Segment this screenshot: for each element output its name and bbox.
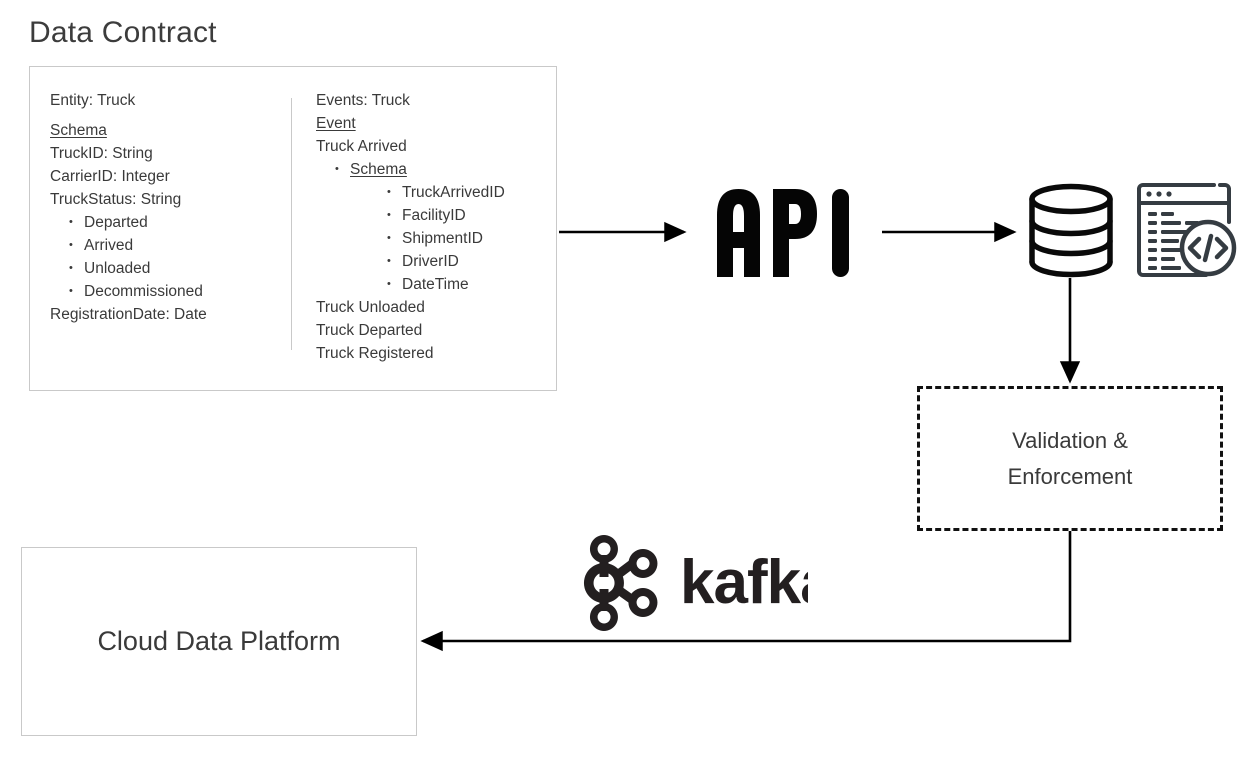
- list-item: Decommissioned: [50, 280, 285, 303]
- event-truck-registered: Truck Registered: [316, 345, 434, 362]
- list-item: Departed: [50, 211, 285, 234]
- contract-events-column: Events: Truck Event Truck Arrived Schema…: [316, 89, 551, 365]
- list-item: TruckArrivedID: [316, 181, 551, 204]
- truckstatus-value-list: Departed Arrived Unloaded Decommissioned: [50, 211, 285, 303]
- entity-field-carrierid: CarrierID: Integer: [50, 168, 170, 185]
- list-item: FacilityID: [316, 204, 551, 227]
- list-item: DateTime: [316, 273, 551, 296]
- list-item: ShipmentID: [316, 227, 551, 250]
- entity-field-registrationdate: RegistrationDate: Date: [50, 306, 207, 323]
- api-logo-icon: [713, 185, 865, 277]
- event-schema-list: Schema: [316, 158, 551, 181]
- event-schema-field-list: TruckArrivedID FacilityID ShipmentID Dri…: [316, 181, 551, 296]
- entity-field-truckstatus: TruckStatus: String: [50, 191, 182, 208]
- event-truck-departed: Truck Departed: [316, 322, 423, 339]
- validation-enforcement-label: Validation & Enforcement: [1007, 427, 1133, 489]
- validation-enforcement-box: Validation & Enforcement: [917, 386, 1223, 531]
- kafka-wordmark: kafka: [680, 548, 808, 617]
- cloud-data-platform-box: Cloud Data Platform: [21, 547, 417, 736]
- entity-line: Entity: Truck: [50, 92, 136, 109]
- event-heading: Event: [316, 115, 356, 132]
- spacer: [50, 112, 285, 119]
- contract-entity-column: Entity: Truck Schema TruckID: String Car…: [50, 89, 285, 326]
- event-schema-heading: Schema: [316, 158, 551, 181]
- list-item: Unloaded: [50, 257, 285, 280]
- event-truck-arrived: Truck Arrived: [316, 138, 407, 155]
- database-cylinder-icon: [1026, 183, 1116, 278]
- kafka-logo-icon: kafka: [576, 531, 836, 631]
- cloud-data-platform-label: Cloud Data Platform: [97, 626, 341, 656]
- entity-field-truckid: TruckID: String: [50, 145, 153, 162]
- list-item: Arrived: [50, 234, 285, 257]
- list-item: DriverID: [316, 250, 551, 273]
- contract-column-divider: [291, 98, 292, 350]
- event-truck-unloaded: Truck Unloaded: [316, 299, 425, 316]
- page-title: Data Contract: [29, 16, 217, 49]
- code-window-icon: [1134, 180, 1238, 280]
- entity-schema-heading: Schema: [50, 122, 107, 139]
- events-line: Events: Truck: [316, 92, 410, 109]
